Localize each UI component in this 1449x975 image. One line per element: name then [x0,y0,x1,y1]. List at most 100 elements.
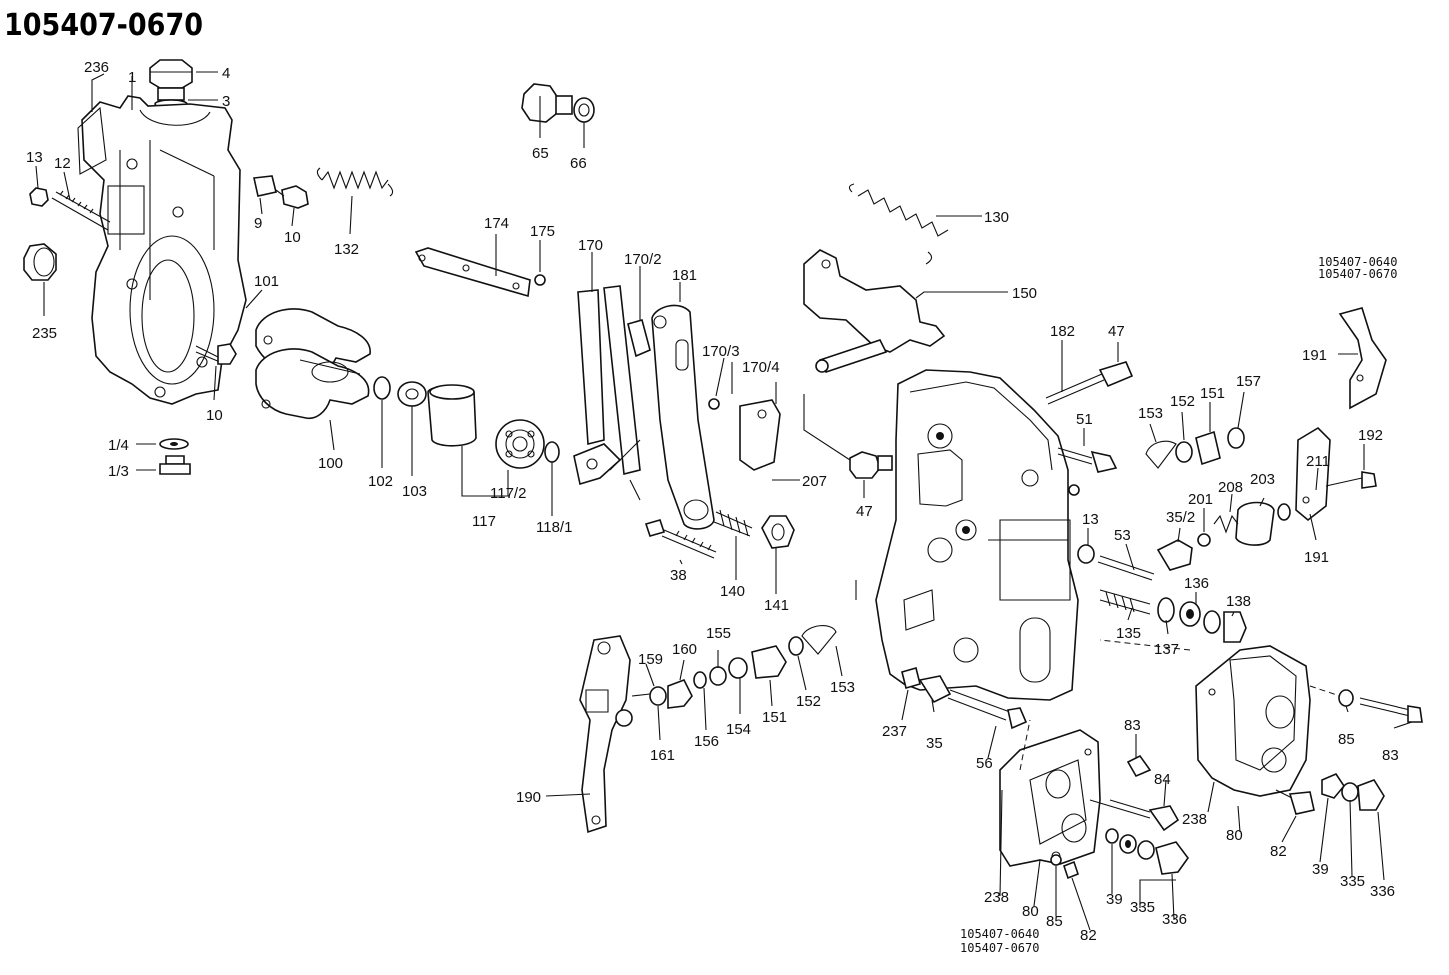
part-label: 238 [984,889,1009,906]
part-label: 170/4 [742,359,780,376]
part-label: 117/2 [490,485,526,502]
part-label: 38 [670,567,687,584]
part-label: 1 [128,69,136,86]
part-label: 12 [54,155,71,172]
lower-cover-center-drawing [999,729,1189,880]
variant-note-bottom-1: 105407-0640 [960,927,1039,941]
part-label: 13 [1082,511,1099,528]
part-label: 83 [1382,747,1399,764]
part-label: 208 [1218,479,1243,496]
part-label: 203 [1250,471,1275,488]
part-label: 207 [802,473,827,490]
part-label: 150 [1012,285,1037,302]
alignment-lines [855,580,1341,771]
part-label: 1/3 [108,463,129,480]
flyweight-assembly-drawing [255,308,560,469]
part-label: 136 [1184,575,1209,592]
part-label: 1/4 [108,437,129,454]
part-label: 82 [1270,843,1287,860]
part-label: 35/2 [1166,509,1195,526]
part-label: 132 [334,241,359,258]
part-label: 335 [1340,873,1365,890]
part-label: 130 [984,209,1009,226]
plug-and-washer-drawing [521,83,595,123]
part-label: 152 [1170,393,1195,410]
part-label: 153 [830,679,855,696]
part-label: 100 [318,455,343,472]
part-label: 80 [1226,827,1243,844]
part-label: 153 [1138,405,1163,422]
part-label: 137 [1154,641,1179,658]
part-label: 10 [206,407,223,424]
part-label: 175 [530,223,555,240]
part-label: 53 [1114,527,1131,544]
part-label: 336 [1162,911,1187,928]
part-label: 80 [1022,903,1039,920]
part-label: 201 [1188,491,1213,508]
governor-cover-body-drawing [849,361,1134,701]
part-label: 13 [26,149,43,166]
part-label: 4 [222,65,230,82]
part-label: 47 [1108,323,1125,340]
part-label: 235 [32,325,57,342]
diagram-title: 105407-0670 [4,8,203,43]
part-label: 151 [762,709,787,726]
part-label: 85 [1046,913,1063,930]
part-label: 51 [1076,411,1093,428]
part-label: 35 [926,735,943,752]
part-label: 170/2 [624,251,662,268]
part-label: 152 [796,693,821,710]
part-label: 151 [1200,385,1225,402]
part-label: 39 [1312,861,1329,878]
part-label: 170/3 [702,343,740,360]
part-label: 118/1 [536,519,572,536]
part-label: 102 [368,473,393,490]
part-label: 138 [1226,593,1251,610]
part-label: 82 [1080,927,1097,944]
part-label: 47 [856,503,873,520]
part-label: 101 [254,273,279,290]
variant-note-right-2: 105407-0670 [1318,267,1397,281]
start-spring-lever-drawing [803,183,949,373]
stop-parts-drawing [1077,307,1387,643]
variant-note-bottom-2: 105407-0670 [960,941,1039,955]
part-label: 140 [720,583,745,600]
part-label: 154 [726,721,751,738]
part-label: 161 [650,747,675,764]
part-label: 159 [638,651,663,668]
part-label: 84 [1154,771,1171,788]
part-label: 336 [1370,883,1395,900]
lower-cover-right-drawing [1195,645,1423,815]
part-label: 10 [284,229,301,246]
governor-housing-drawing [23,59,394,475]
part-label: 160 [672,641,697,658]
part-label: 141 [764,597,789,614]
part-label: 191 [1304,549,1329,566]
part-label: 191 [1302,347,1327,364]
part-label: 181 [672,267,697,284]
part-label: 65 [532,145,549,162]
part-label: 174 [484,215,509,232]
part-label: 157 [1236,373,1261,390]
part-label: 83 [1124,717,1141,734]
variant-note-right-1: 105407-0640 [1318,255,1397,269]
part-label: 170 [578,237,603,254]
part-label: 156 [694,733,719,750]
part-label: 135 [1116,625,1141,642]
part-label: 66 [570,155,587,172]
part-label: 335 [1130,899,1155,916]
part-label: 39 [1106,891,1123,908]
part-label: 85 [1338,731,1355,748]
part-label: 211 [1306,453,1330,470]
part-label: 103 [402,483,427,500]
part-label: 155 [706,625,731,642]
leader-lines [35,71,1413,931]
part-label: 236 [84,59,109,76]
part-label: 182 [1050,323,1075,340]
part-label: 190 [516,789,541,806]
part-label: 192 [1358,427,1383,444]
part-labels: 4 3 236 1 13 12 9 10 132 235 101 10 1/4 … [26,59,1399,944]
part-label: 3 [222,93,230,110]
part-label: 56 [976,755,993,772]
